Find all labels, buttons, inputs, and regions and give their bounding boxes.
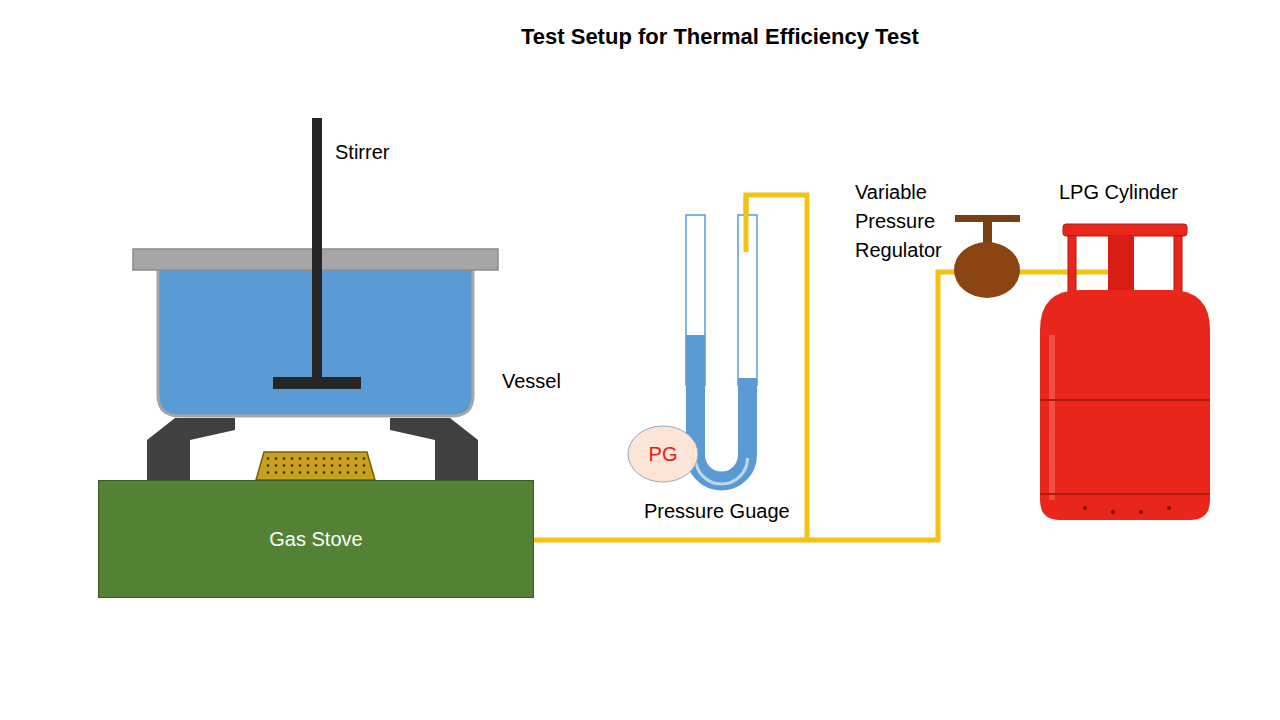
regulator-handle [955, 215, 1020, 222]
stirrer-rod [312, 118, 322, 380]
gas-pipe [744, 195, 749, 252]
stirrer-blade [273, 377, 361, 389]
part-label: LPG Cylinder [1059, 178, 1178, 207]
gas-stove: Gas Stove [98, 480, 534, 598]
regulator-body [954, 242, 1020, 298]
gas-pipe [534, 195, 1112, 540]
part-label: Pressure Guage [644, 497, 790, 526]
manometer-highlight [696, 458, 748, 484]
part-label: Stirrer [335, 138, 389, 167]
manometer-liquid [696, 335, 748, 481]
lpg-cylinder [1040, 224, 1210, 520]
pan-support [147, 418, 235, 480]
pressure-gauge-badge: PG [627, 425, 699, 483]
burner [256, 452, 375, 480]
pan-support [390, 418, 478, 480]
burner-holes [261, 456, 370, 476]
gas-stove-label: Gas Stove [269, 528, 362, 551]
diagram-title: Test Setup for Thermal Efficiency Test [521, 22, 919, 51]
part-label: Vessel [502, 367, 561, 396]
part-label: Variable Pressure Regulator [855, 178, 960, 265]
pressure-gauge-badge-label: PG [649, 443, 678, 466]
